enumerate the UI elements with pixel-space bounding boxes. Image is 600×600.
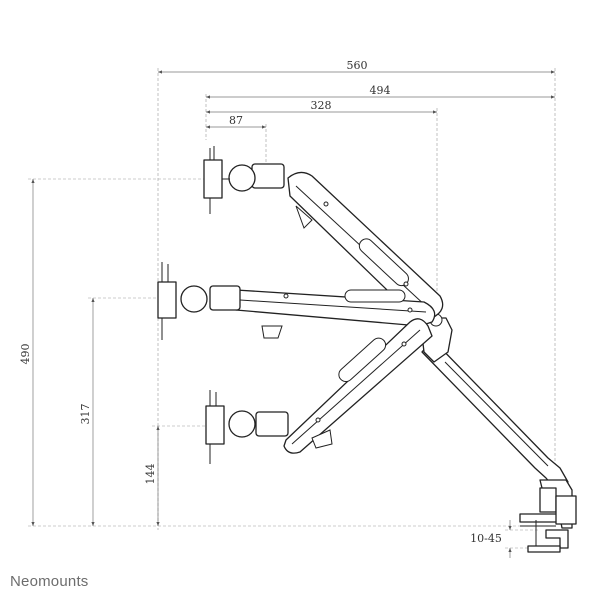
pole-and-clamp [419,313,577,553]
dimension-mid-height: 317 [79,404,92,425]
arm-position-middle [157,262,436,340]
brand-logo: Neomounts [10,573,89,590]
dimension-min-height: 144 [144,464,157,485]
dimension-desk-thickness: 10-45 [470,532,502,545]
dimension-max-height: 490 [19,344,32,365]
arm-position-lower [205,318,433,464]
dimension-lines [28,68,556,558]
dimension-arm-reach: 494 [370,84,391,97]
dimension-tilt-offset: 87 [229,114,243,127]
arm-position-upper [203,146,444,321]
dimension-upper-arm-length: 328 [311,99,332,112]
dimension-overall-width: 560 [347,59,368,72]
